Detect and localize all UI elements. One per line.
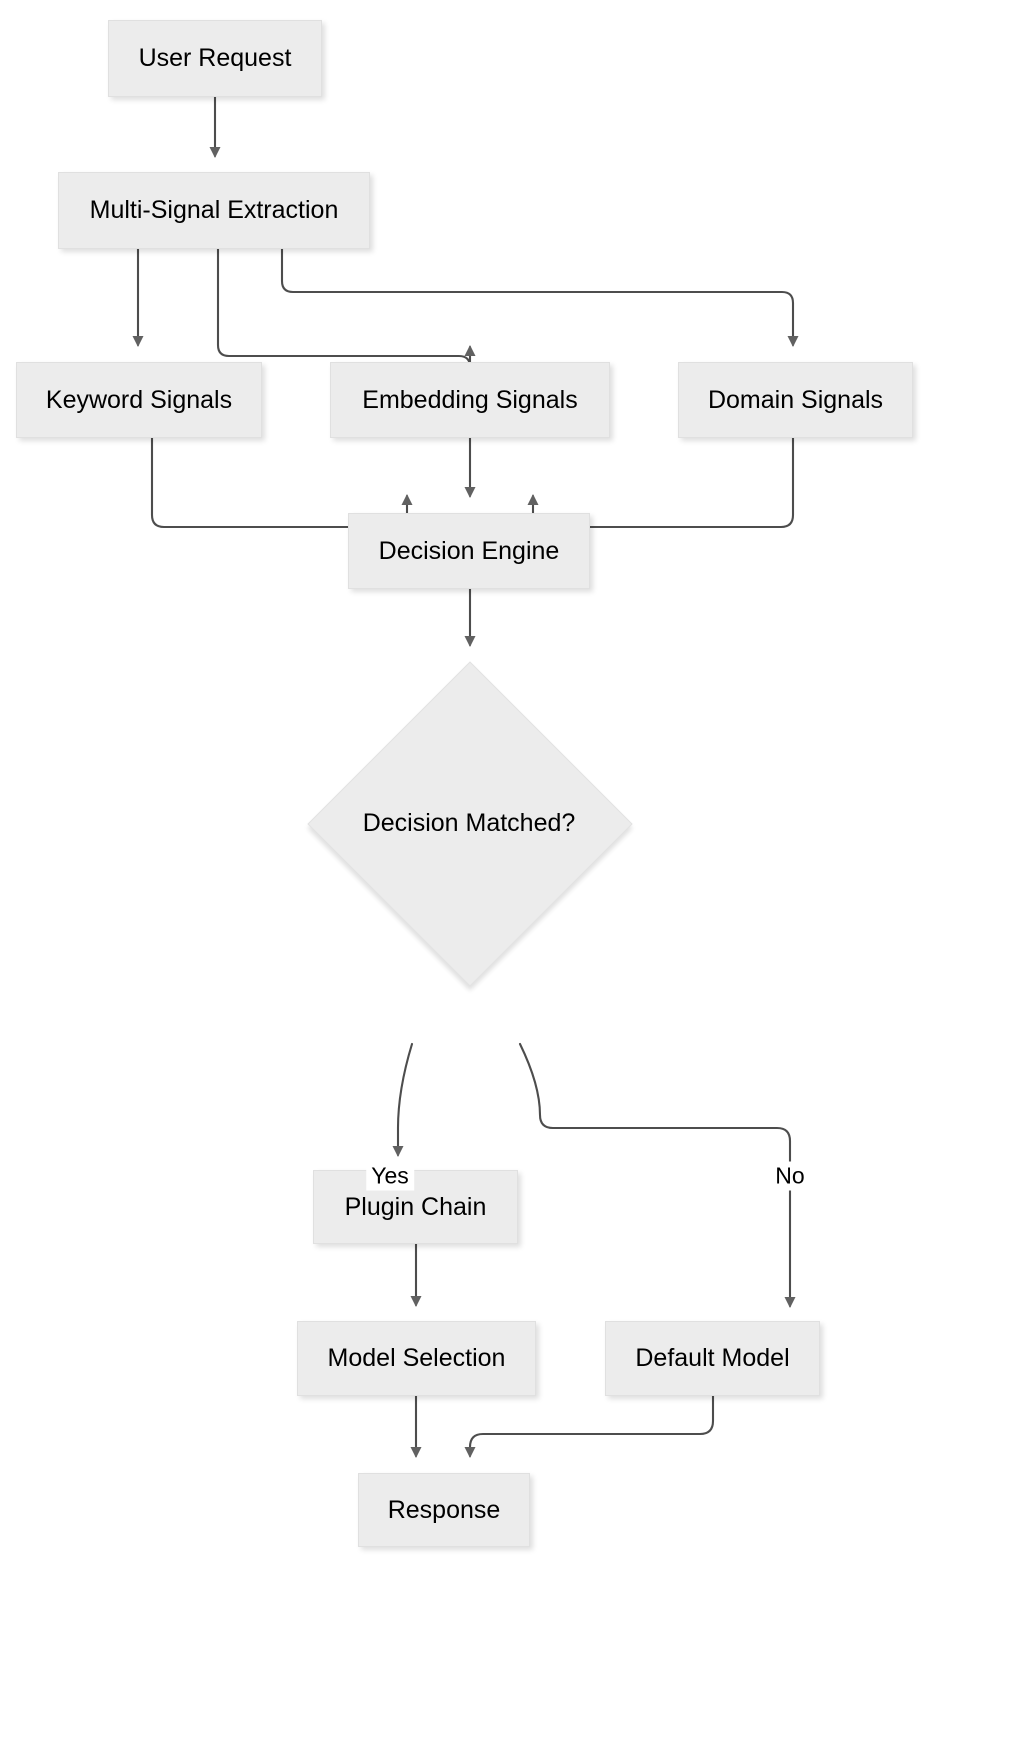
node-decision-engine-label: Decision Engine — [378, 536, 560, 565]
edge-label-no: No — [770, 1161, 810, 1191]
edge-decision-matched-to-plugin-chain — [392, 1042, 414, 1157]
node-decision-matched-label: Decision Matched? — [362, 808, 576, 837]
edge-decision-matched-to-default-model — [518, 1042, 796, 1308]
node-default-model[interactable]: Default Model — [605, 1321, 820, 1396]
node-user-request-label: User Request — [138, 44, 292, 73]
node-embedding-signals-label: Embedding Signals — [362, 385, 578, 414]
node-response[interactable]: Response — [358, 1473, 530, 1547]
node-plugin-chain[interactable]: Plugin Chain — [313, 1170, 518, 1244]
node-domain-signals[interactable]: Domain Signals — [678, 362, 913, 438]
node-model-selection[interactable]: Model Selection — [297, 1321, 536, 1396]
node-keyword-signals-label: Keyword Signals — [45, 385, 233, 414]
node-decision-matched[interactable]: Decision Matched? — [307, 661, 633, 987]
node-multi-signal-extraction[interactable]: Multi-Signal Extraction — [58, 172, 370, 249]
node-domain-signals-label: Domain Signals — [707, 385, 884, 414]
edge-label-yes: Yes — [366, 1161, 414, 1191]
node-multi-signal-extraction-label: Multi-Signal Extraction — [89, 196, 339, 225]
node-keyword-signals[interactable]: Keyword Signals — [16, 362, 262, 438]
node-user-request[interactable]: User Request — [108, 20, 322, 97]
edge-multi-signal-to-domain — [280, 247, 799, 347]
node-model-selection-label: Model Selection — [327, 1344, 506, 1373]
node-response-label: Response — [387, 1495, 501, 1524]
node-decision-engine[interactable]: Decision Engine — [348, 513, 590, 589]
node-default-model-label: Default Model — [635, 1344, 790, 1373]
edge-default-model-to-response — [464, 1394, 715, 1458]
node-plugin-chain-label: Plugin Chain — [344, 1192, 487, 1221]
edge-multi-signal-to-embedding — [216, 247, 476, 369]
node-embedding-signals[interactable]: Embedding Signals — [330, 362, 610, 438]
